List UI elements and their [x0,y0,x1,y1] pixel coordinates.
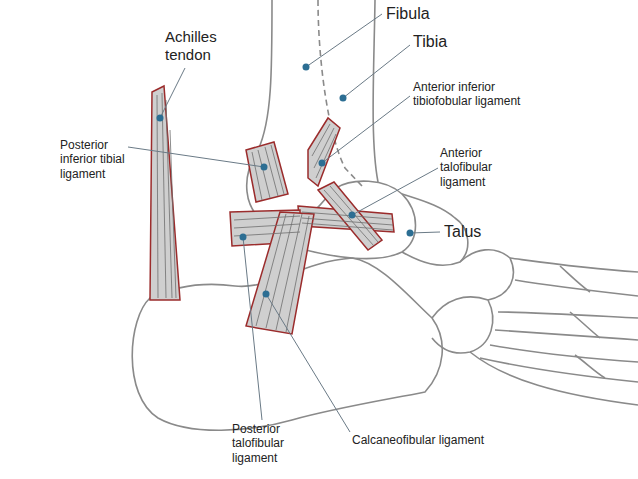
callout-dot [340,95,347,102]
metatarsal-3 [480,345,638,382]
leader-line [243,237,262,420]
leader-line [160,68,185,118]
leader-line [306,14,382,67]
anterior-talofibular-band-b [318,182,382,250]
posterior-inferior-tibial-band [246,142,288,202]
cuneiform-outline [460,250,513,300]
callout-dot [349,212,356,219]
posterior-talofibular-fibers [234,216,300,236]
metatarsal-1 [510,258,638,296]
callout-dot [261,164,268,171]
callout-dot [240,234,247,241]
talus-outline [298,181,416,259]
part-label: Calcaneofibular ligament [352,433,522,447]
part-label: Posterior talofibular ligament [232,422,304,465]
leader-line [266,294,350,432]
talofibular-fibers [302,186,393,246]
achilles-fibers [157,93,176,298]
part-label: Fibula [386,4,476,23]
ligaments [150,86,394,334]
anterior-inferior-tibiofibular-band [308,118,340,186]
leader-line [128,147,264,167]
part-label: Talus [444,222,514,241]
callout-dots [157,64,414,298]
leader-line [343,45,410,98]
cuboid-outline [432,297,493,353]
leader-lines [128,14,440,432]
tibiofibular-fibers [312,124,336,178]
achilles-tendon-band [150,86,180,300]
bones [132,0,638,430]
part-label: Posterior inferior tibial ligament [60,138,130,181]
callout-dot [157,115,164,122]
leader-line [410,232,440,233]
part-label: Anterior inferior tibiofobular ligament [413,80,548,109]
callout-dot [407,230,414,237]
callout-dot [319,160,326,167]
part-label: Anterior talofibular ligament [440,146,520,189]
callout-dot [263,291,270,298]
tibia-edge [373,0,378,182]
part-label: Tibia [413,32,493,51]
calcaneofibular-band [246,212,314,334]
phalanx-lines [560,266,605,378]
leader-line [352,168,438,215]
part-label: Achilles tendon [165,28,237,64]
leader-line [322,96,410,163]
fibula-outline [247,0,334,229]
posterior-tibial-fibers [252,145,284,200]
metatarsal-4 [470,352,638,405]
callout-dot [303,64,310,71]
metatarsal-2 [495,312,638,340]
calcaneofibular-fibers [256,214,309,332]
